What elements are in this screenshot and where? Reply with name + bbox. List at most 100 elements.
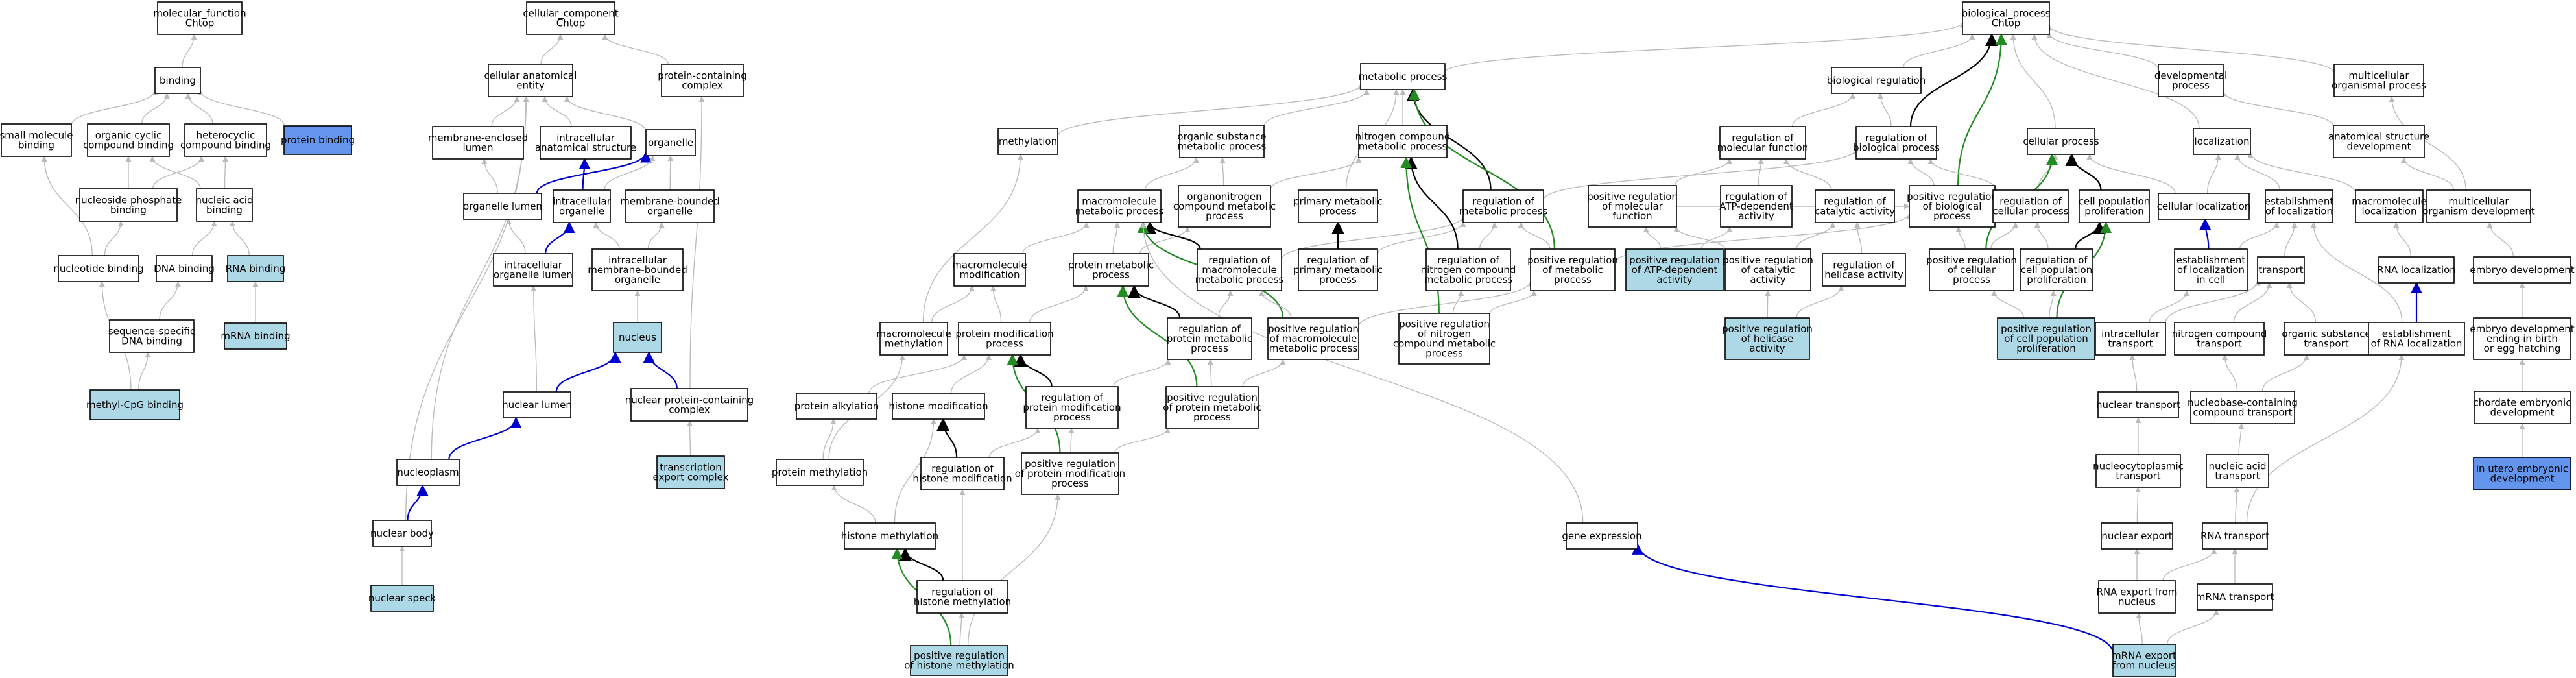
node-gene_expr[interactable]: gene expression: [1562, 522, 1642, 550]
node-localization[interactable]: localization: [2193, 128, 2251, 155]
node-rna_binding[interactable]: RNA binding: [226, 255, 286, 282]
node-nuc_body[interactable]: nuclear body: [370, 520, 434, 547]
node-rna_loc[interactable]: RNA localization: [2377, 256, 2456, 284]
node-protein_binding[interactable]: protein binding: [281, 125, 355, 155]
node-org_lumen[interactable]: organelle lumen: [463, 193, 542, 220]
node-mrna_transport[interactable]: mRNA transport: [2196, 583, 2274, 611]
node-methyl_cpg[interactable]: methyl-CpG binding: [86, 389, 184, 420]
node-metabolic[interactable]: metabolic process: [1359, 63, 1448, 90]
node-hist_methyl[interactable]: histone methylation: [841, 522, 938, 550]
node-cell_loc[interactable]: cellular localization: [2157, 193, 2251, 220]
node-nucleotide[interactable]: nucleotide binding: [53, 255, 144, 282]
node-nucleoplasm[interactable]: nucleoplasm: [396, 459, 460, 486]
node-prot_methyl[interactable]: protein methylation: [772, 459, 868, 486]
node-hist_mod[interactable]: histone modification: [888, 393, 988, 420]
node-nucleus[interactable]: nucleus: [613, 322, 662, 353]
node-methylation[interactable]: methylation: [997, 128, 1058, 155]
node-dna_binding[interactable]: DNA binding: [154, 255, 215, 282]
node-rna_transport[interactable]: RNA transport: [2200, 522, 2269, 550]
node-embryo_dev[interactable]: embryo development: [2470, 256, 2575, 284]
node-organelle[interactable]: organelle: [645, 129, 696, 156]
node-prot_alk[interactable]: protein alkylation: [794, 393, 879, 420]
node-nuc_transport[interactable]: nuclear transport: [2096, 391, 2180, 418]
node-bio_reg[interactable]: biological regulation: [1827, 67, 1926, 94]
node-transport[interactable]: transport: [2257, 256, 2305, 284]
node-nuc_lumen[interactable]: nuclear lumen: [502, 391, 572, 418]
node-binding[interactable]: binding: [154, 67, 201, 94]
node-nuc_speck[interactable]: nuclear speck: [368, 585, 436, 612]
node-cell_proc[interactable]: cellular process: [2023, 128, 2099, 155]
node-mrna_binding[interactable]: mRNA binding: [221, 322, 291, 350]
